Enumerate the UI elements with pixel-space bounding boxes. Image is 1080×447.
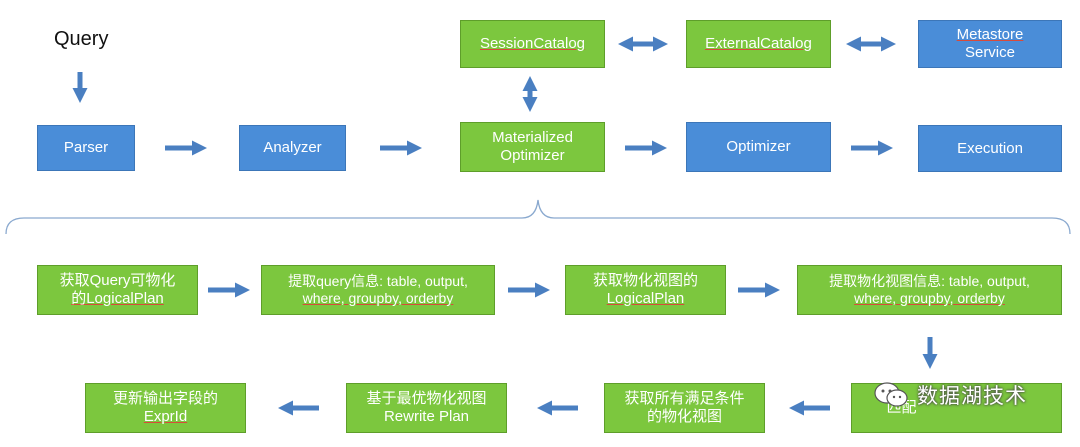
execution-label: Execution <box>957 139 1023 157</box>
optimizer-label: Optimizer <box>726 138 791 155</box>
step6-line2: 的物化视图 <box>646 408 722 425</box>
watermark: 数据湖技术 <box>873 380 1027 410</box>
step3-line1: 获取物化视图的 <box>592 272 698 289</box>
step8-line1: 更新输出字段的 <box>112 390 218 407</box>
materialized-optimizer-label-1: Materialized <box>492 129 573 146</box>
metastore-label-2: Service <box>964 44 1015 61</box>
session-catalog-label: SessionCatalog <box>479 35 586 52</box>
step4-line2: where, groupby, orderby <box>854 290 1005 306</box>
step7-line2: Rewrite Plan <box>383 408 470 425</box>
step3-line2: LogicalPlan <box>606 290 685 307</box>
metastore-label-1: Metastore <box>956 26 1024 43</box>
step-get-matching-mvs: 获取所有满足条件 的物化视图 <box>604 383 765 433</box>
step2-line2: where, groupby, orderby <box>302 290 454 306</box>
external-catalog-box: ExternalCatalog <box>686 20 831 68</box>
step6-line1: 获取所有满足条件 <box>624 390 745 407</box>
session-catalog-box: SessionCatalog <box>460 20 605 68</box>
external-catalog-label: ExternalCatalog <box>705 35 812 52</box>
step-rewrite-plan: 基于最优物化视图 Rewrite Plan <box>346 383 507 433</box>
step1-line1: 获取Query可物化 <box>59 272 176 289</box>
parser-label: Parser <box>63 139 109 156</box>
execution-box: Execution <box>918 125 1062 172</box>
materialized-optimizer-label-2: Optimizer <box>500 147 565 164</box>
step-extract-mv-info: 提取物化视图信息: table, output, where, groupby,… <box>797 265 1062 315</box>
materialized-optimizer-box: Materialized Optimizer <box>460 122 605 172</box>
parser-box: Parser <box>37 125 135 171</box>
metastore-service-box: Metastore Service <box>918 20 1062 68</box>
watermark-text: 数据湖技术 <box>917 385 1027 408</box>
analyzer-box: Analyzer <box>239 125 346 171</box>
step4-line1: 提取物化视图信息: table, output, <box>829 273 1030 289</box>
detail-brace <box>5 199 1071 235</box>
query-label: Query <box>54 28 109 50</box>
step-get-query-plan: 获取Query可物化 的LogicalPlan <box>37 265 198 315</box>
step1-line2: 的LogicalPlan <box>71 290 164 307</box>
step-update-exprid: 更新输出字段的 ExprId <box>85 383 246 433</box>
step-extract-query-info: 提取query信息: table, output, where, groupby… <box>261 265 495 315</box>
wechat-icon <box>874 382 908 407</box>
analyzer-label: Analyzer <box>263 139 322 156</box>
optimizer-box: Optimizer <box>686 122 831 172</box>
step2-line1: 提取query信息: table, output, <box>288 273 468 289</box>
step7-line1: 基于最优物化视图 <box>366 390 487 407</box>
step8-line2: ExprId <box>143 408 188 425</box>
step-get-mv-plan: 获取物化视图的 LogicalPlan <box>565 265 726 315</box>
